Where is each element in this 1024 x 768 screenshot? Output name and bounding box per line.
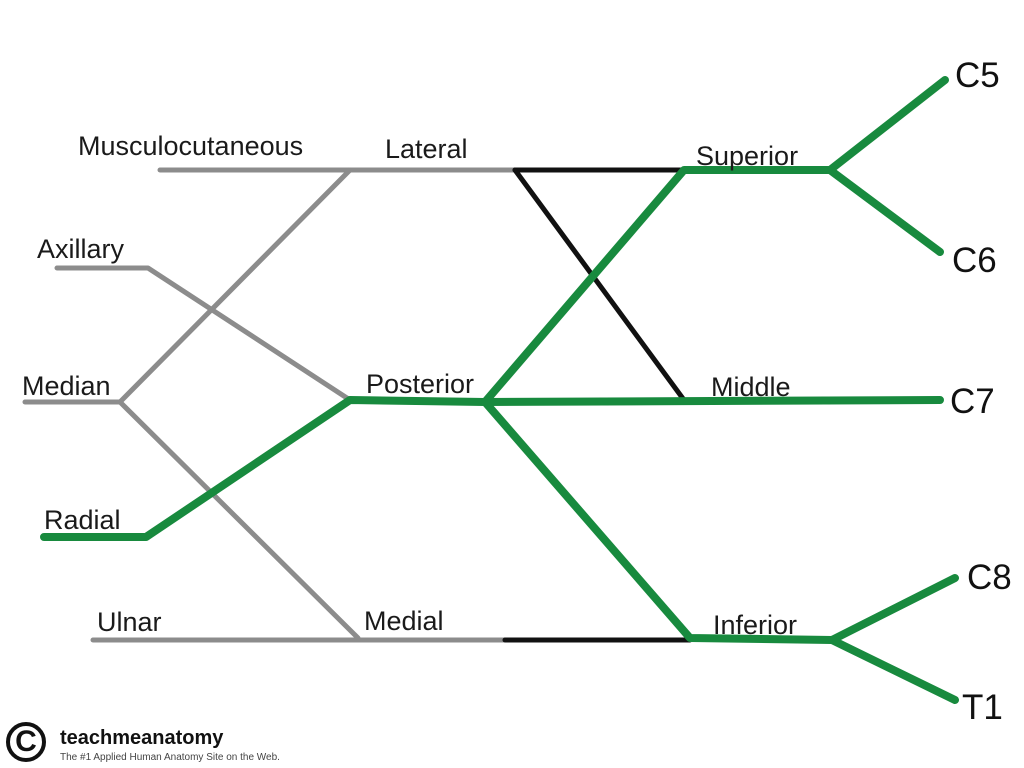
path-inferior-t1 [828,636,959,704]
label-root-c6: C6 [952,241,997,280]
label-medial-cord: Medial [364,606,444,636]
path-posterior-c7 [481,396,944,406]
line-lateral-middle [512,167,687,403]
path-superior-c5 [826,76,949,174]
path-radial-posterior [40,396,489,541]
label-musculocutaneous: Musculocutaneous [78,131,304,161]
label-radial: Radial [44,505,121,535]
label-root-c7: C7 [950,382,995,421]
grey-pathways [22,167,518,643]
label-lateral-cord: Lateral [385,134,468,164]
brand-tagline: The #1 Applied Human Anatomy Site on the… [60,752,280,763]
label-root-c5: C5 [955,56,1000,95]
black-divisions [502,167,693,643]
copyright-symbol: C [15,725,37,758]
label-superior-trunk: Superior [696,141,799,171]
label-root-c8: C8 [967,558,1012,597]
label-root-t1: T1 [962,688,1003,727]
label-axillary: Axillary [37,234,125,264]
label-posterior-cord: Posterior [366,369,475,399]
line-axillary-posterior [54,265,353,403]
brand-name: teachmeanatomy [60,727,224,749]
label-middle-trunk: Middle [711,372,791,402]
path-posterior-superior [481,166,834,406]
radial-pathway [40,76,959,704]
path-posterior-inferior [481,398,836,644]
line-medial-to-median [117,399,361,641]
label-inferior-trunk: Inferior [713,610,798,640]
path-inferior-c8 [828,574,959,644]
label-ulnar: Ulnar [97,607,162,637]
line-lateral-to-median [117,167,353,405]
copyright-icon: C [6,722,46,762]
label-median: Median [22,371,111,401]
path-superior-c6 [826,166,944,256]
